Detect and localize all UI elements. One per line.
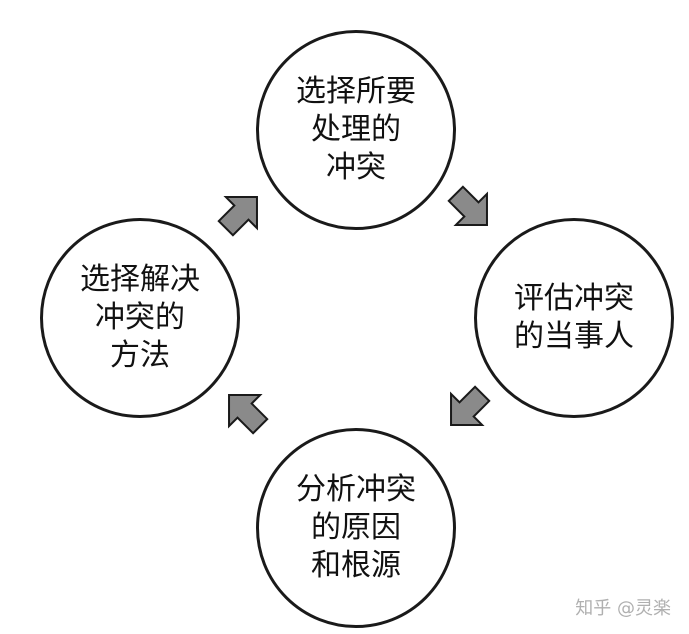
arrow-choose-to-select [209,180,274,245]
node-label-line: 分析冲突 [296,472,416,507]
node-label-line: 方法 [110,338,170,373]
arrow-analyze-to-choose [212,378,277,443]
node-label: 选择所要 处理的 冲突 [296,73,416,187]
node-assess-parties: 评估冲突 的当事人 [474,218,674,418]
node-label: 评估冲突 的当事人 [514,280,634,356]
node-choose-method: 选择解决 冲突的 方法 [40,218,240,418]
node-label-line: 选择解决 [80,262,200,297]
node-label-line: 冲突 [326,150,386,185]
watermark: 知乎 @灵楽 [575,598,671,619]
node-label-line: 处理的 [311,112,401,147]
node-analyze-causes: 分析冲突 的原因 和根源 [256,428,456,628]
node-label-line: 选择所要 [296,74,416,109]
node-select-conflict: 选择所要 处理的 冲突 [256,30,456,230]
node-label-line: 和根源 [311,548,401,583]
node-label: 分析冲突 的原因 和根源 [296,471,416,585]
node-label: 选择解决 冲突的 方法 [80,261,200,375]
arrow-select-to-assess [439,177,504,242]
node-label-line: 的当事人 [514,319,634,354]
node-label-line: 评估冲突 [514,281,634,316]
arrow-assess-to-analyze [434,377,499,442]
node-label-line: 的原因 [311,510,401,545]
node-label-line: 冲突的 [95,300,185,335]
